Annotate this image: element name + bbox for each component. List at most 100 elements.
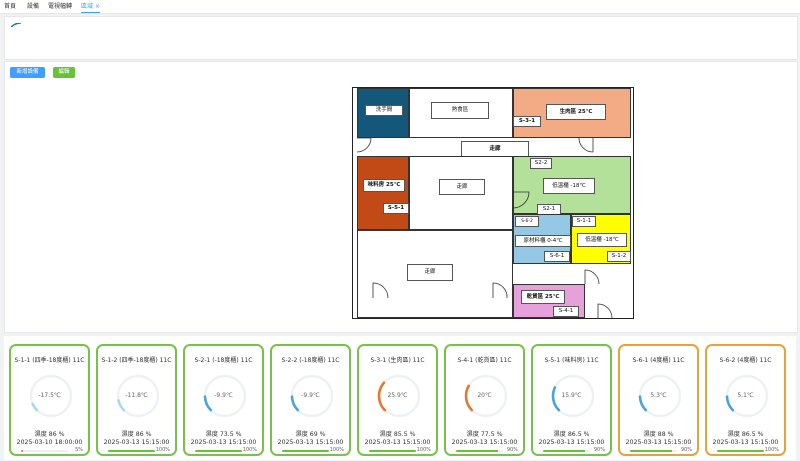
- room-dry-goods-label: 乾貨區 25℃: [521, 290, 565, 304]
- battery-progress-bar: [369, 450, 416, 452]
- timestamp: 2025-03-10 18:00:00: [16, 439, 83, 446]
- tab-area[interactable]: 區域×: [81, 1, 101, 13]
- humidity-text: 濕度 86.5 %: [553, 431, 590, 438]
- battery-progress-bar: [108, 450, 155, 452]
- card-title: S-2-1 (-18度櫃) 11C: [194, 357, 253, 364]
- card-title: S-5-1 (味料房) 11C: [544, 357, 599, 364]
- sensor-card[interactable]: S-6-1 (4度櫃) 11C 5.3℃ 濕度 88 % 2025-03-13 …: [618, 344, 699, 456]
- sensor-s4-1[interactable]: S-4-1: [553, 306, 579, 317]
- battery-percent: 100%: [329, 447, 344, 453]
- temperature-value: -17.5℃: [38, 392, 61, 399]
- battery-percent: 90%: [680, 447, 692, 453]
- temperature-gauge: [290, 374, 334, 418]
- corridor-mid-label: 走廊: [439, 179, 485, 195]
- temperature-gauge: [638, 374, 682, 418]
- battery-progress-fill: [108, 450, 155, 452]
- temperature-gauge: [725, 374, 769, 418]
- sensor-card[interactable]: S-1-1 (四季-18度櫃) 11C -17.5℃ 濕度 86 % 2025-…: [9, 344, 90, 456]
- battery-percent: 100%: [155, 447, 170, 453]
- tab-tv[interactable]: 電視幅轉: [48, 3, 73, 10]
- battery-percent: 100%: [764, 447, 779, 453]
- corridor-big-label: 走廊: [407, 264, 453, 281]
- temperature-gauge: [203, 374, 247, 418]
- room-raw-material-label: 原材料櫃 0-4℃: [515, 235, 571, 247]
- sensor-card[interactable]: S-2-1 (-18度櫃) 11C -9.9℃ 濕度 73.5 % 2025-0…: [183, 344, 264, 456]
- sensor-card[interactable]: S-3-1 (生肉區) 11C 25.9℃ 濕度 85.5 % 2025-03-…: [357, 344, 438, 456]
- main-panel: 新增設備 編輯 洗手間 熟食區 生肉區 25℃ S-3-1 走廊 味料房 25℃…: [4, 61, 798, 333]
- humidity-text: 濕度 88 %: [643, 431, 674, 438]
- room-raw-meat-label: 生肉區 25℃: [546, 104, 606, 120]
- humidity-text: 濕度 77.5 %: [466, 431, 503, 438]
- temperature-value: 5.3℃: [650, 392, 667, 399]
- battery-progress-bar: [630, 450, 677, 452]
- battery-progress-fill: [369, 450, 416, 452]
- sensor-card[interactable]: S-1-2 (四季-18度櫃) 11C -11.8℃ 濕度 86 % 2025-…: [96, 344, 177, 456]
- timestamp: 2025-03-13 15:15:00: [712, 439, 779, 446]
- card-title: S-6-2 (4度櫃) 11C: [719, 357, 772, 364]
- battery-percent: 100%: [416, 447, 431, 453]
- battery-progress-fill: [456, 450, 499, 452]
- timestamp: 2025-03-13 15:15:00: [538, 439, 605, 446]
- sensor-s2-2[interactable]: S2-2: [530, 158, 552, 169]
- timestamp: 2025-03-13 15:15:00: [277, 439, 344, 446]
- sensor-s6-2[interactable]: S-6-2: [515, 216, 539, 227]
- temperature-gauge: [116, 374, 160, 418]
- tab-devices[interactable]: 設備: [27, 3, 40, 10]
- room-corridor-mid[interactable]: [409, 156, 513, 230]
- battery-percent: 90%: [593, 447, 605, 453]
- sensor-card[interactable]: S-5-1 (味料房) 11C 15.9℃ 濕度 86.5 % 2025-03-…: [531, 344, 612, 456]
- sensor-cards-panel: S-1-1 (四季-18度櫃) 11C -17.5℃ 濕度 86 % 2025-…: [4, 336, 796, 460]
- battery-progress-fill: [717, 450, 764, 452]
- battery-progress-fill: [21, 450, 24, 452]
- temperature-value: 15.9℃: [561, 392, 582, 399]
- temperature-gauge: [464, 374, 508, 418]
- sensor-s3-1[interactable]: S-3-1: [513, 116, 541, 127]
- temperature-value: -9.9℃: [301, 392, 320, 399]
- door-arcs: [356, 137, 613, 318]
- sensor-s5-1[interactable]: S-5-1: [383, 203, 409, 214]
- card-title: S-2-2 (-18度櫃) 11C: [281, 357, 340, 364]
- card-title: S-3-1 (生肉區) 11C: [370, 357, 425, 364]
- room-wash-label: 洗手間: [365, 105, 403, 116]
- card-title: S-4-1 (乾貨區) 11C: [457, 357, 512, 364]
- temperature-gauge: [377, 374, 421, 418]
- battery-progress-bar: [282, 450, 329, 452]
- timestamp: 2025-03-13 15:15:00: [364, 439, 431, 446]
- room-sauce[interactable]: [357, 156, 409, 230]
- add-device-button[interactable]: 新增設備: [10, 67, 45, 78]
- tab-area-label: 區域: [81, 3, 94, 10]
- sensor-s1-1[interactable]: S-1-1: [572, 216, 596, 227]
- room-low-temp-big-label: 低溫櫃 -18℃: [543, 178, 595, 194]
- room-corridor-big[interactable]: [357, 230, 513, 318]
- temperature-gauge: [551, 374, 595, 418]
- battery-progress-bar: [195, 450, 242, 452]
- timestamp: 2025-03-13 15:15:00: [103, 439, 170, 446]
- tab-home[interactable]: 首頁: [4, 3, 17, 10]
- card-title: S-6-1 (4度櫃) 11C: [632, 357, 685, 364]
- battery-percent: 90%: [506, 447, 518, 453]
- room-cooked[interactable]: [409, 88, 513, 138]
- temperature-value: 5.1℃: [737, 392, 754, 399]
- card-title: S-1-2 (四季-18度櫃) 11C: [101, 357, 172, 364]
- card-title: S-1-1 (四季-18度櫃) 11C: [14, 357, 85, 364]
- sensor-s1-2[interactable]: S-1-2: [607, 251, 631, 262]
- sensor-card[interactable]: S-4-1 (乾貨區) 11C 20℃ 濕度 77.5 % 2025-03-13…: [444, 344, 525, 456]
- timestamp: 2025-03-13 15:15:00: [451, 439, 518, 446]
- battery-progress-bar: [717, 450, 764, 452]
- close-icon[interactable]: ×: [95, 3, 101, 10]
- sensor-card[interactable]: S-2-2 (-18度櫃) 11C -9.9℃ 濕度 69 % 2025-03-…: [270, 344, 351, 456]
- temperature-value: -11.8℃: [125, 392, 148, 399]
- edit-button[interactable]: 編輯: [53, 67, 75, 78]
- humidity-text: 濕度 69 %: [295, 431, 326, 438]
- sensor-s6-1[interactable]: S-6-1: [544, 251, 570, 262]
- sensor-card[interactable]: S-6-2 (4度櫃) 11C 5.1℃ 濕度 86.5 % 2025-03-1…: [705, 344, 786, 456]
- battery-percent: 100%: [242, 447, 257, 453]
- temperature-value: 25.9℃: [387, 392, 408, 399]
- floor-plan: 洗手間 熟食區 生肉區 25℃ S-3-1 走廊 味料房 25℃ S-5-1 走…: [352, 87, 634, 319]
- collapse-icon[interactable]: [11, 23, 21, 27]
- room-low-temp-small-label: 低溫櫃 -18℃: [577, 233, 627, 247]
- temperature-gauge: [29, 374, 73, 418]
- battery-progress-bar: [543, 450, 590, 452]
- battery-progress-bar: [456, 450, 503, 452]
- battery-progress-fill: [195, 450, 242, 452]
